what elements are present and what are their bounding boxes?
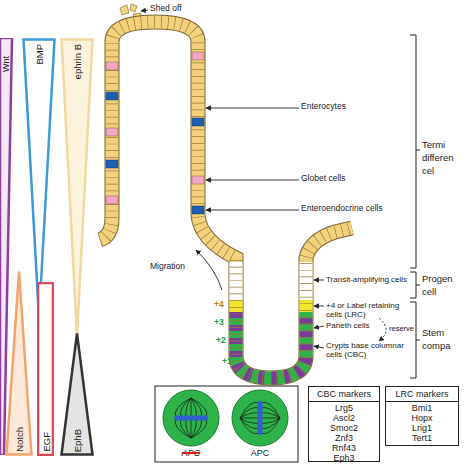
callout-number: +3: [214, 318, 224, 328]
callout-label: cell: [422, 287, 436, 298]
gradient-bar: [38, 283, 53, 455]
leader-arrows: [141, 10, 386, 348]
shape-outline: [22, 38, 56, 320]
mitotic-cell: APC: [229, 388, 291, 460]
box-heading: CBC markers: [308, 389, 380, 402]
callout-number: +4: [214, 300, 224, 310]
marker-box: LRC markersBmi1 Hopx Lrig1 Tert1: [385, 386, 459, 446]
gradient-bar: [7, 272, 32, 455]
mitotic-spindle: [240, 401, 280, 435]
box-heading: LRC markers: [385, 389, 459, 402]
gradient-bar: [62, 334, 93, 455]
cell-body: [232, 390, 288, 446]
callout-label: Progen: [422, 274, 453, 285]
callout-label: Migration: [150, 262, 185, 272]
signal-label: EGF: [40, 432, 51, 452]
callout-number: +1: [222, 357, 232, 367]
enteroendocrine-cells: [106, 92, 204, 214]
callout-label: Paneth cells: [326, 321, 370, 330]
mitosis-frame: [155, 386, 298, 462]
gradient-bar: [24, 40, 55, 319]
mitotic-spindle: [174, 398, 208, 438]
callout-label: Stem: [422, 328, 444, 339]
callout-label: cel: [422, 166, 434, 177]
signal-label: ephrin B: [72, 44, 83, 79]
epithelium: [100, 22, 352, 378]
signal-label: BMP: [34, 44, 45, 65]
metaphase-plate: [174, 416, 208, 421]
signal-gradient: EphB: [60, 332, 94, 456]
signal-gradient: EGF: [37, 282, 54, 456]
gene-label: APC: [160, 448, 222, 458]
signal-label: Notch: [14, 427, 25, 452]
callout-label: +4 or Label retaining cells (LRC): [326, 301, 410, 319]
gradient-bar: [62, 40, 93, 337]
callout-label: Transit-amplifying cells: [326, 275, 410, 284]
marker-box: CBC markersLrg5 Ascl2 Smoc2 Znf3 Rnf43 E…: [308, 386, 380, 462]
signal-label: Wnt: [1, 56, 11, 72]
callout-label: differen: [422, 153, 454, 164]
callout-label: Enteroendocrine cells: [301, 204, 383, 214]
shape-outline: [60, 38, 94, 338]
signal-gradient: BMP: [22, 38, 56, 320]
signal-gradient: Notch: [5, 270, 33, 456]
callout-label: Termi: [422, 140, 445, 151]
signal-label: EphB: [72, 429, 83, 452]
gene-label: APC: [229, 448, 291, 458]
marker-box: [386, 387, 459, 446]
callout-label: Crypts base columnar cells (CBC): [326, 341, 410, 359]
marker-list: Lrg5 Ascl2 Smoc2 Znf3 Rnf43 Eph3: [330, 403, 358, 463]
callout-label: Globet cells: [301, 174, 345, 184]
callout-number: +2: [216, 336, 226, 346]
metaphase-plate: [258, 401, 263, 435]
mitotic-cell: APC: [160, 388, 222, 460]
callout-label: Enterocytes: [301, 102, 346, 112]
cell-body: [163, 390, 219, 446]
callout-label: reserve: [389, 325, 414, 334]
goblet-cells: [106, 52, 204, 204]
callout-label: Shed off: [150, 4, 182, 14]
signal-gradient: ephrin B: [60, 38, 94, 338]
callout-label: compa: [422, 341, 451, 352]
marker-list: Bmi1 Hopx Lrig1 Tert1: [412, 403, 433, 443]
shape-outline: [37, 282, 54, 456]
